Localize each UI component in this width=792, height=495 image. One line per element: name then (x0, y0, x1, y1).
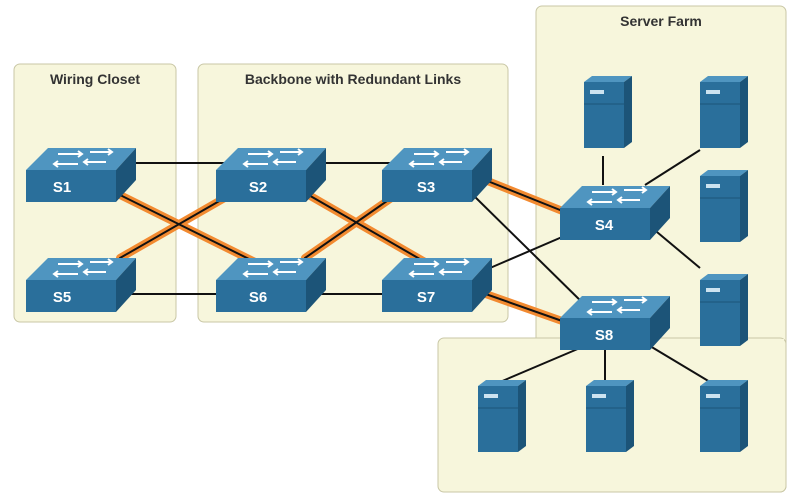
switch-s2[interactable]: S2 (215, 147, 327, 203)
switch-label-s7: S7 (417, 289, 435, 306)
switch-icon (559, 185, 671, 241)
server-icon (585, 379, 635, 453)
link-s8-server-5 (499, 347, 581, 383)
switch-icon (381, 147, 493, 203)
zone-label-wiring-closet: Wiring Closet (50, 71, 140, 87)
switch-label-s4: S4 (595, 217, 614, 234)
link-s8-server-7 (649, 345, 711, 383)
switch-s8[interactable]: S8 (559, 295, 671, 351)
switch-s7[interactable]: S7 (381, 257, 493, 313)
switch-label-s5: S5 (53, 289, 71, 306)
switch-label-s8: S8 (595, 327, 613, 344)
switch-icon (25, 257, 137, 313)
server-icon (699, 379, 749, 453)
link-s3-s4 (479, 177, 566, 213)
switch-icon (381, 257, 493, 313)
link-s5-s2 (119, 191, 236, 259)
link-s7-s8 (479, 291, 566, 323)
server-icon (583, 75, 633, 149)
link-s6-s3 (304, 191, 401, 259)
switch-icon (215, 257, 327, 313)
switch-s5[interactable]: S5 (25, 257, 137, 313)
switch-s6[interactable]: S6 (215, 257, 327, 313)
redundant-links (106, 174, 569, 326)
server-icon (699, 273, 749, 347)
switch-s4[interactable]: S4 (559, 185, 671, 241)
zone-label-server-farm: Server Farm (620, 13, 702, 29)
switch-icon (25, 147, 137, 203)
switch-label-s2: S2 (249, 179, 267, 196)
switch-s3[interactable]: S3 (381, 147, 493, 203)
link-s4-server-2 (644, 149, 701, 186)
server-icon (699, 169, 749, 243)
switch-label-s1: S1 (53, 179, 71, 196)
switch-label-s6: S6 (249, 289, 267, 306)
zone-label-backbone: Backbone with Redundant Links (245, 71, 461, 87)
server-icon (477, 379, 527, 453)
switch-label-s3: S3 (417, 179, 435, 196)
switch-icon (215, 147, 327, 203)
link-s1-s6 (109, 189, 256, 263)
link-s2-s7 (299, 189, 426, 263)
switch-s1[interactable]: S1 (25, 147, 137, 203)
server-icon (699, 75, 749, 149)
switch-icon (559, 295, 671, 351)
